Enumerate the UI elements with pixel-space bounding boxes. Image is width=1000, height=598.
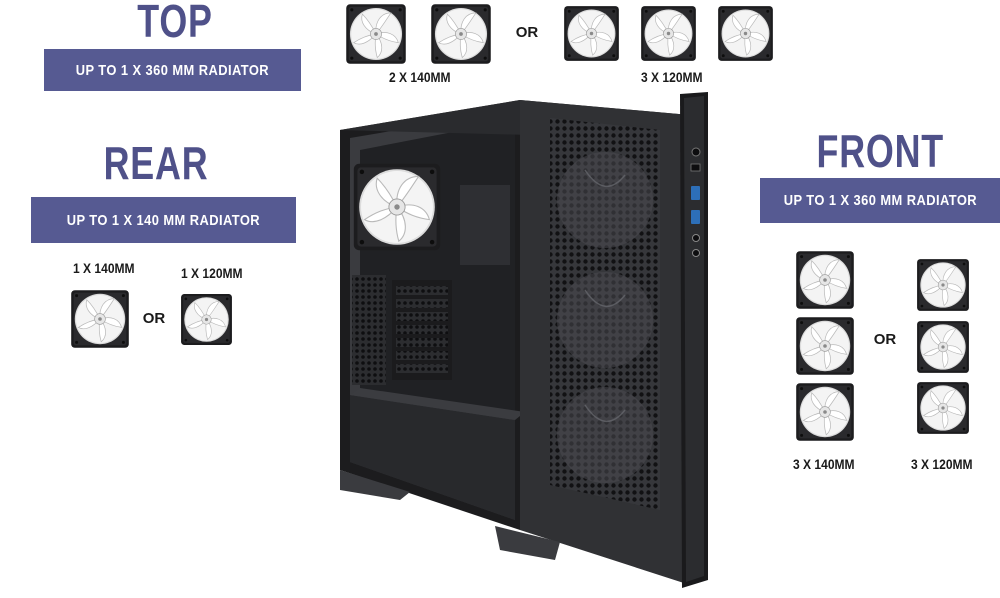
top-banner-text: UP TO 1 X 360 MM RADIATOR bbox=[75, 61, 270, 79]
front-door-panel bbox=[680, 92, 708, 588]
fan-icon bbox=[916, 258, 970, 312]
rear-option-b-label: 1 X 120MM bbox=[181, 265, 243, 281]
rear-heading: REAR bbox=[103, 137, 209, 189]
fan-icon bbox=[345, 3, 407, 65]
fan-icon bbox=[795, 382, 855, 442]
fan-icon bbox=[70, 289, 130, 349]
top-or-text: OR bbox=[515, 24, 539, 41]
front-banner-text: UP TO 1 X 360 MM RADIATOR bbox=[783, 192, 977, 209]
rear-fan-icon bbox=[353, 163, 441, 251]
top-banner: UP TO 1 X 360 MM RADIATOR bbox=[44, 49, 301, 91]
fan-icon bbox=[795, 250, 855, 310]
fan-icon bbox=[640, 5, 697, 62]
fan-icon bbox=[795, 316, 855, 376]
front-heading: FRONT bbox=[816, 125, 944, 177]
rear-option-a-label: 1 X 140MM bbox=[73, 260, 135, 276]
top-heading: TOP bbox=[137, 0, 213, 47]
fan-icon bbox=[430, 3, 492, 65]
fan-icon bbox=[916, 320, 970, 374]
pc-case-icon bbox=[340, 92, 708, 588]
fan-icon bbox=[717, 5, 774, 62]
fan-icon bbox=[916, 381, 970, 435]
front-or-text: OR bbox=[873, 331, 897, 348]
top-option-a-label: 2 X 140MM bbox=[389, 69, 451, 85]
rear-or-text: OR bbox=[142, 310, 166, 327]
pci-slots bbox=[392, 280, 452, 380]
fan-icon bbox=[180, 293, 233, 346]
rear-banner-text: UP TO 1 X 140 MM RADIATOR bbox=[66, 211, 261, 229]
rear-banner: UP TO 1 X 140 MM RADIATOR bbox=[31, 197, 296, 243]
front-option-b-label: 3 X 120MM bbox=[911, 456, 973, 472]
top-option-b-label: 3 X 120MM bbox=[641, 69, 703, 85]
fan-icon bbox=[563, 5, 620, 62]
front-banner: UP TO 1 X 360 MM RADIATOR bbox=[760, 178, 1000, 223]
front-option-a-label: 3 X 140MM bbox=[793, 456, 855, 472]
